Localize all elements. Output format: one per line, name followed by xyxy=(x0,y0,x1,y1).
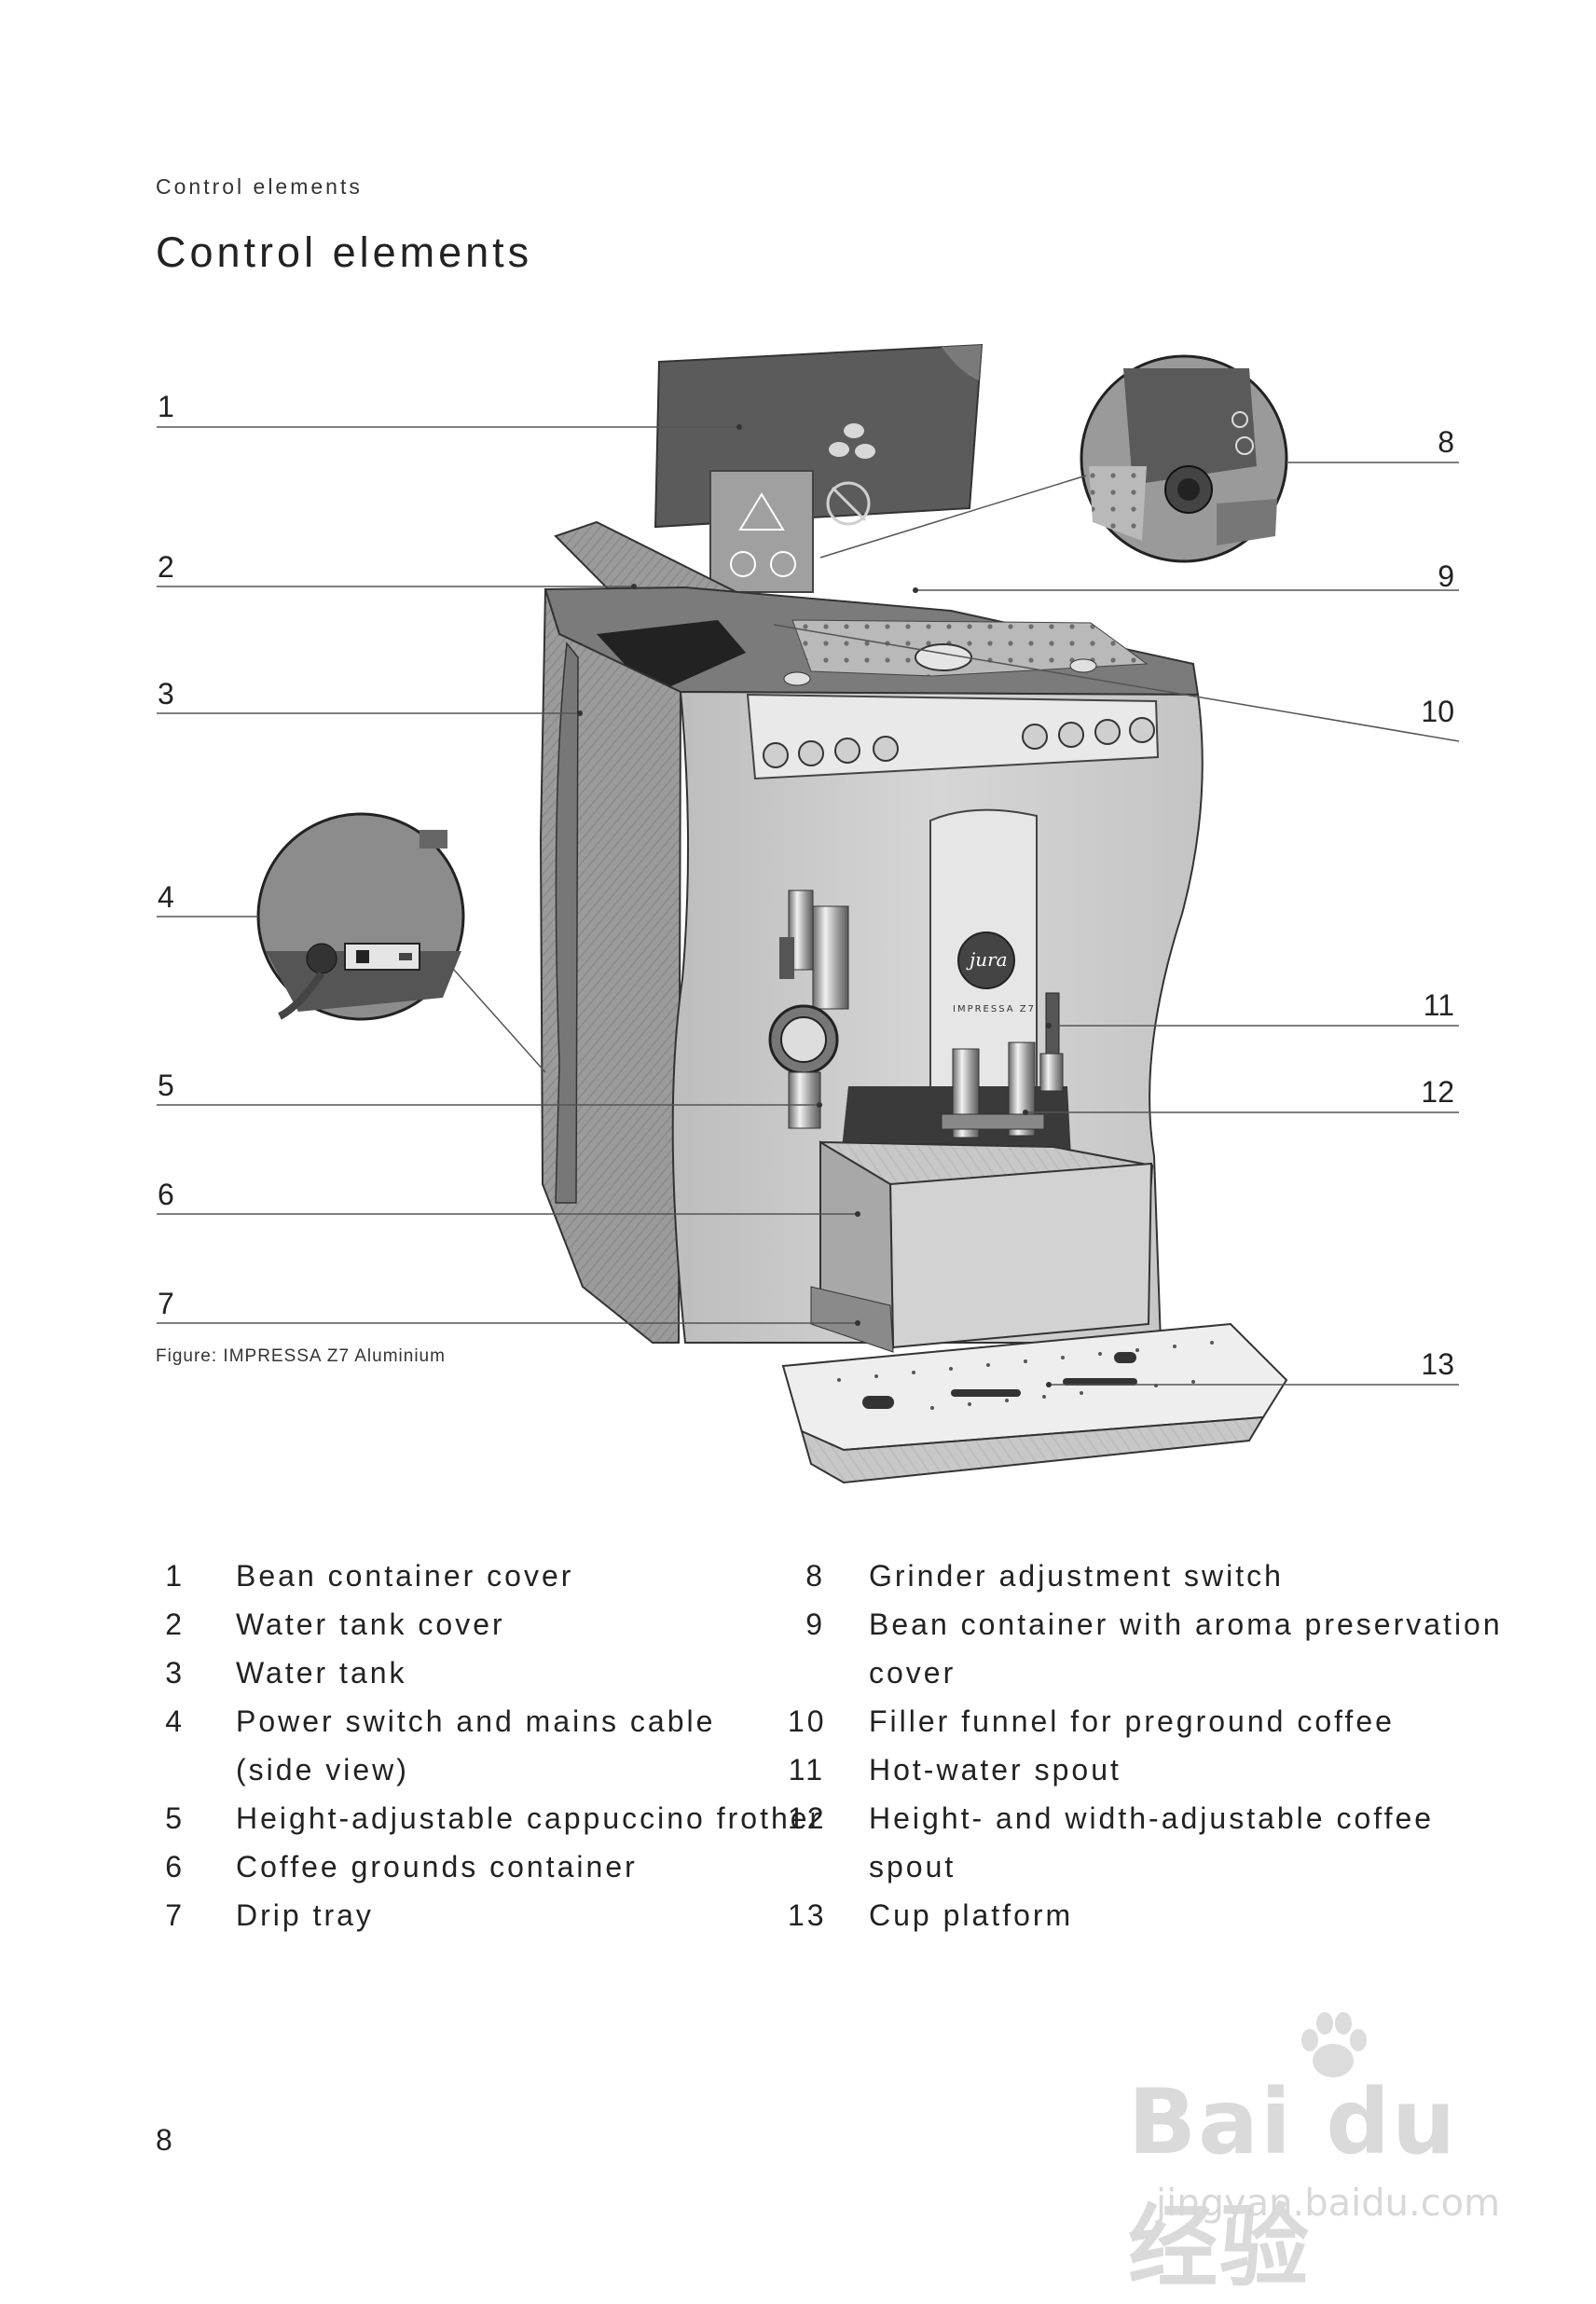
legend-text: Drip tray xyxy=(236,1898,374,1932)
page-number: 8 xyxy=(156,2123,172,2157)
legend-number: 2 xyxy=(165,1607,185,1641)
legend-text: Cup platform xyxy=(869,1898,1074,1932)
legend-number: 7 xyxy=(165,1898,185,1932)
callout-10: 10 xyxy=(1421,695,1454,728)
legend-number: 8 xyxy=(805,1559,825,1593)
legend-number: 9 xyxy=(805,1607,825,1641)
callout-7: 7 xyxy=(158,1287,174,1320)
legend-number: 12 xyxy=(788,1801,827,1835)
legend-number: 13 xyxy=(788,1898,827,1932)
callout-1: 1 xyxy=(158,390,174,423)
callout-12: 12 xyxy=(1421,1075,1454,1109)
callout-5: 5 xyxy=(158,1069,174,1102)
callout-6: 6 xyxy=(158,1178,174,1211)
bean-container-cover-shape xyxy=(654,343,984,593)
legend-text: Coffee grounds container xyxy=(236,1850,638,1883)
running-head: Control elements xyxy=(156,174,363,199)
legend-text: Grinder adjustment switch xyxy=(869,1559,1284,1593)
legend-text: (side view) xyxy=(236,1753,409,1787)
paw-logo-icon xyxy=(1301,2012,1367,2077)
legend-number: 10 xyxy=(788,1704,827,1738)
legend-text: Power switch and mains cable xyxy=(236,1704,716,1738)
hot-water-spout-shape xyxy=(1039,992,1064,1092)
baidu-watermark: Bai du 经验 jingyan.baidu.com xyxy=(1100,2005,1510,2299)
callout-lines xyxy=(157,426,1460,1386)
legend-text: Bean container cover xyxy=(236,1559,574,1593)
page-title: Control elements xyxy=(156,228,533,276)
figure-caption: Figure: IMPRESSA Z7 Aluminium xyxy=(156,1346,446,1366)
power-switch-inset xyxy=(256,812,465,1021)
callout-11: 11 xyxy=(1423,988,1454,1022)
svg-text:jura: jura xyxy=(966,948,1008,971)
callout-13: 13 xyxy=(1421,1347,1454,1381)
legend-number: 4 xyxy=(165,1704,185,1738)
legend-text: Hot-water spout xyxy=(869,1753,1121,1787)
legend-number: 6 xyxy=(165,1850,185,1883)
legend-text: Bean container with aroma preservation xyxy=(869,1607,1503,1641)
legend-number: 1 xyxy=(165,1559,185,1593)
callout-3: 3 xyxy=(158,677,174,711)
drip-tray-shape xyxy=(810,1286,894,1353)
legend-number: 5 xyxy=(165,1801,185,1835)
legend-number: 3 xyxy=(165,1656,185,1690)
callout-8: 8 xyxy=(1438,425,1454,459)
watermark-brand: Bai du 经验 xyxy=(1128,2070,1458,2299)
legend-text: spout xyxy=(869,1850,956,1883)
legend-text: Height-adjustable cappuccino frother xyxy=(236,1801,823,1835)
callout-9: 9 xyxy=(1438,559,1454,593)
legend-text: Water tank cover xyxy=(236,1607,505,1641)
cappuccino-frother-shape xyxy=(768,890,849,1129)
legend-text: cover xyxy=(869,1656,956,1690)
callout-4: 4 xyxy=(158,880,174,914)
legend-number: 11 xyxy=(788,1753,825,1787)
svg-text:IMPRESSA Z7: IMPRESSA Z7 xyxy=(953,1004,1036,1014)
legend-text: Water tank xyxy=(236,1656,407,1690)
legend-text: Height- and width-adjustable coffee xyxy=(869,1801,1435,1835)
watermark-url: jingyan.baidu.com xyxy=(1156,2182,1501,2225)
callout-2: 2 xyxy=(158,550,174,584)
legend-text: Filler funnel for preground coffee xyxy=(869,1704,1395,1738)
coffee-spout-shape xyxy=(941,1042,1045,1138)
grinder-inset xyxy=(1080,354,1288,563)
